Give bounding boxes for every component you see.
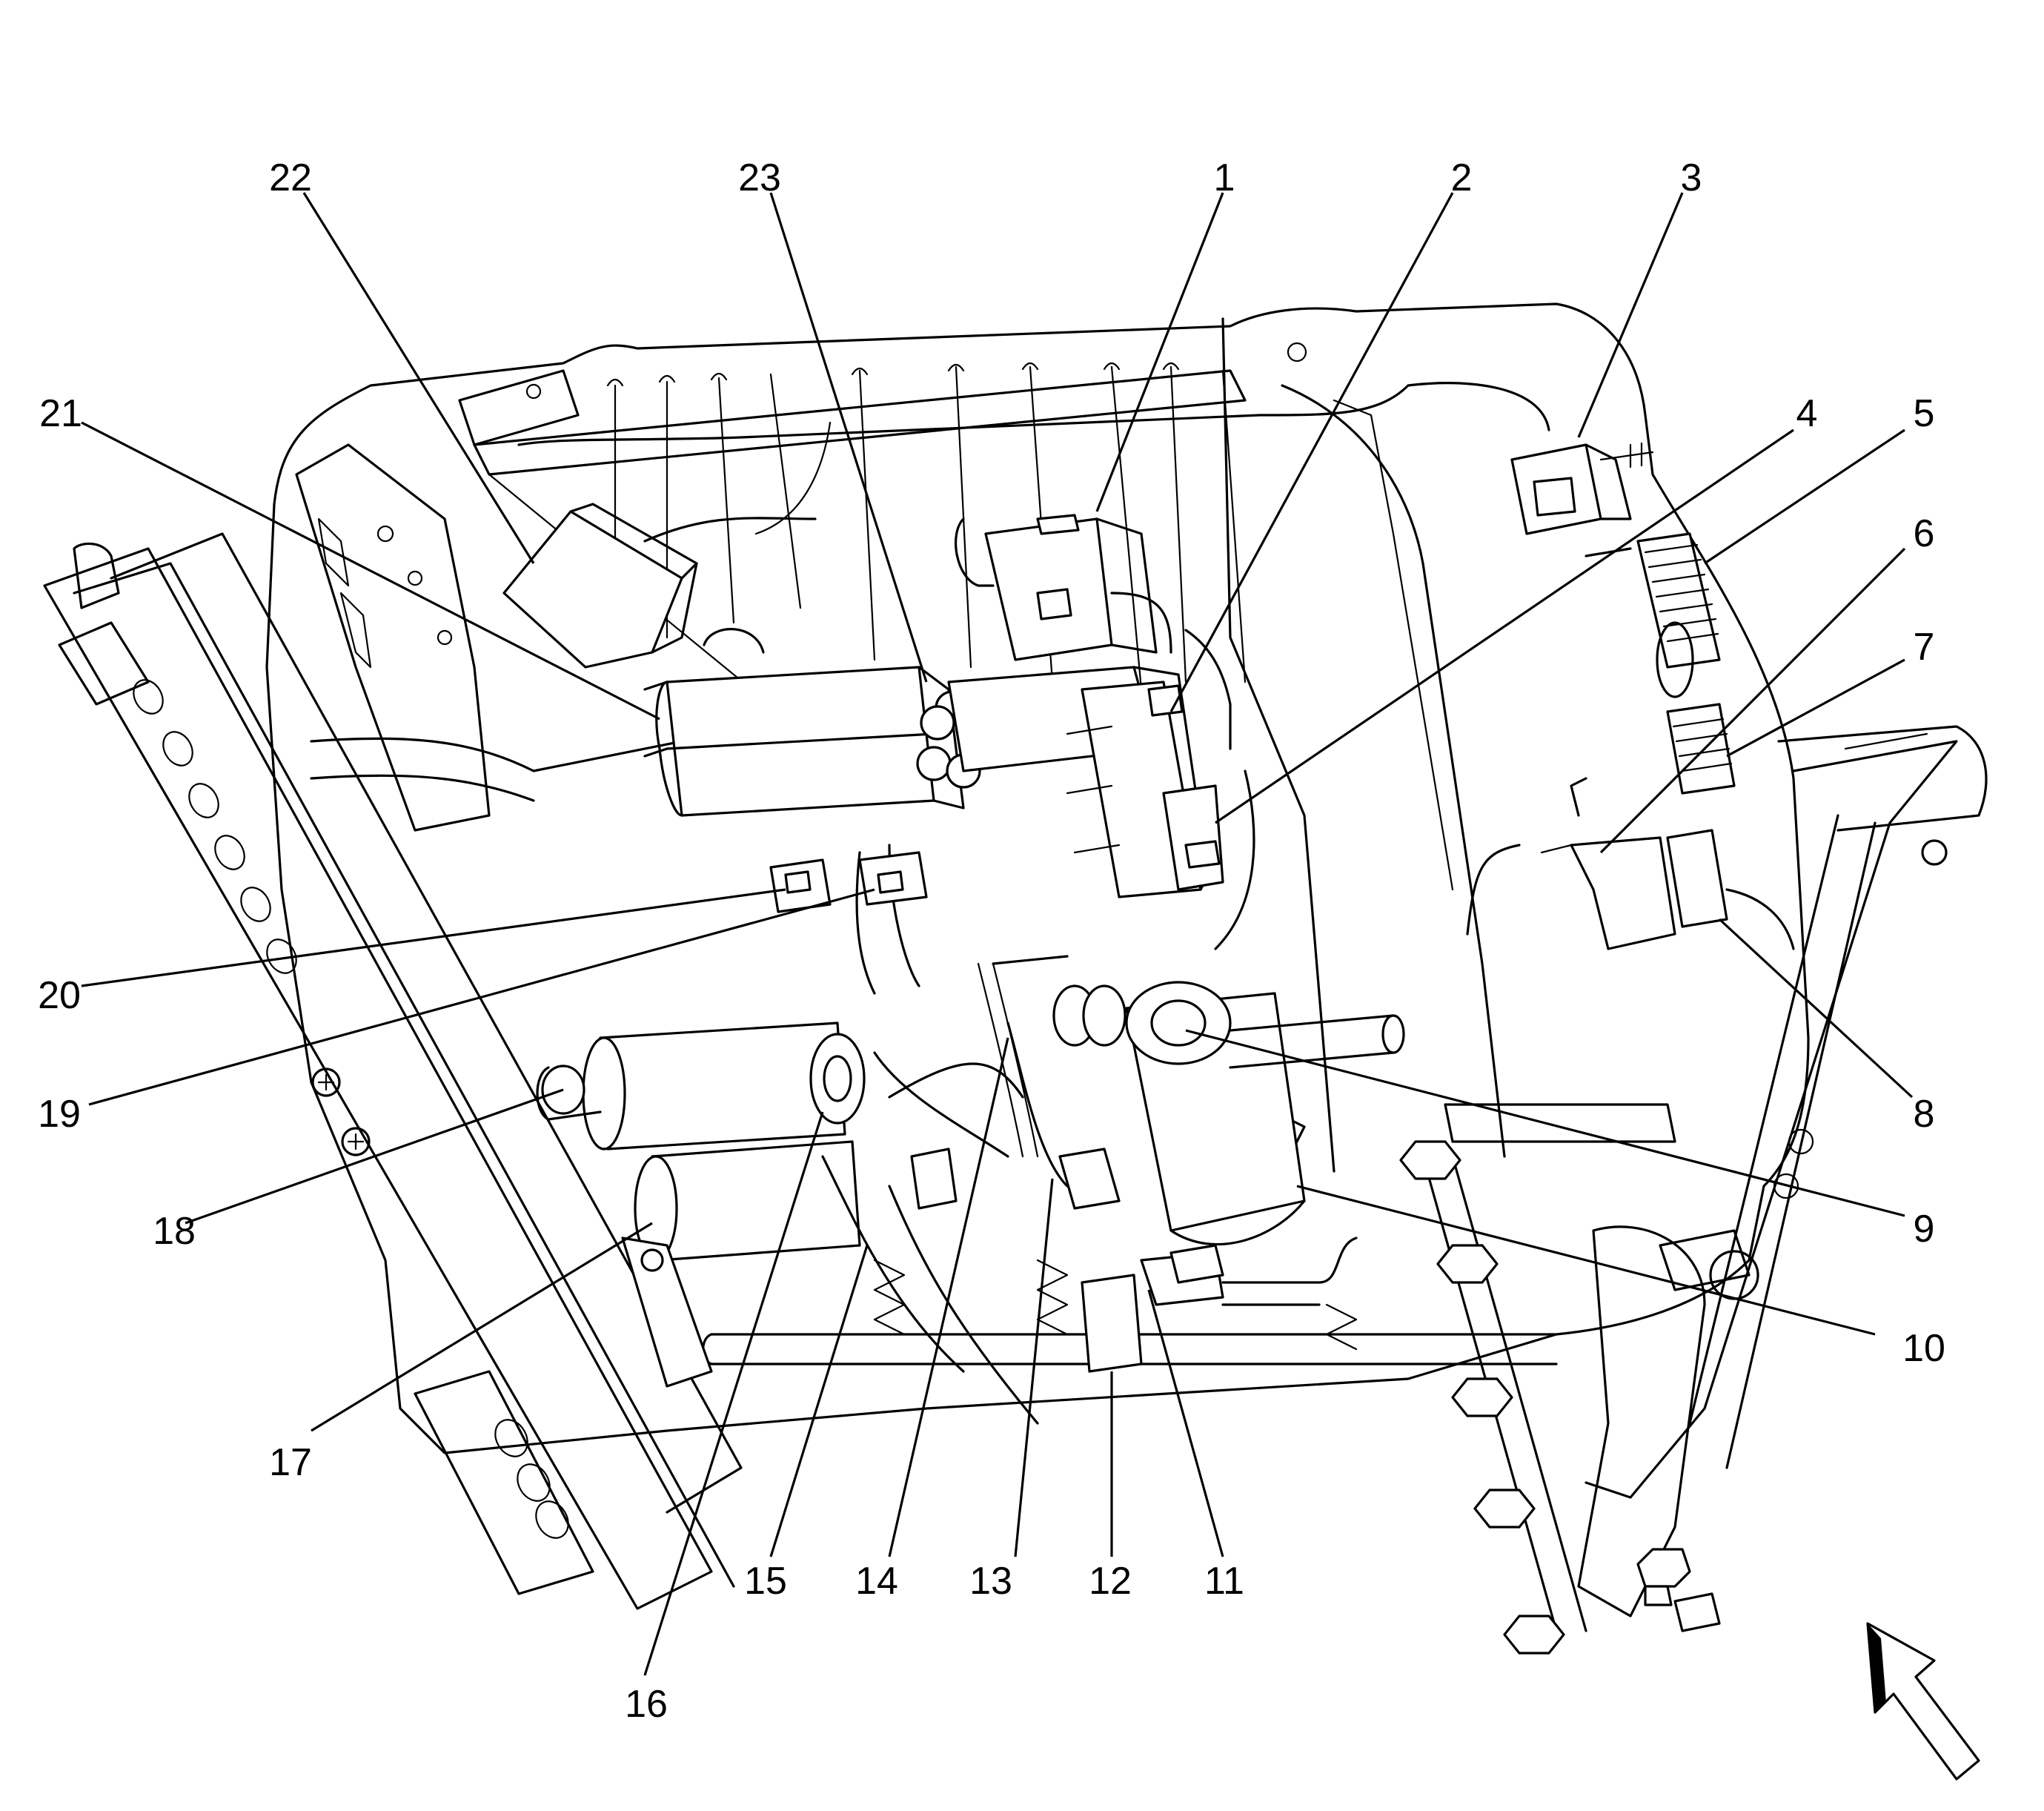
callout-5: 5 — [1914, 392, 1935, 435]
leader-19 — [88, 888, 875, 1106]
leader-14 — [888, 1037, 1009, 1557]
leader-5 — [1704, 428, 1905, 565]
leader-18 — [185, 1088, 564, 1225]
outlined-arrow-icon — [1866, 1622, 1980, 1781]
motor-block-21-23 — [643, 628, 989, 817]
callout-20: 20 — [38, 974, 81, 1017]
callout-22: 22 — [269, 156, 312, 199]
callout-labels: 1 2 3 4 5 6 7 8 9 10 11 12 13 14 15 16 1… — [38, 156, 1945, 1726]
callout-4: 4 — [1796, 392, 1818, 435]
callout-2: 2 — [1451, 156, 1473, 199]
leader-2 — [1169, 192, 1454, 712]
callout-23: 23 — [738, 156, 781, 199]
lower-cross-member — [702, 1103, 1676, 1655]
callout-9: 9 — [1914, 1208, 1935, 1251]
leader-20 — [81, 888, 786, 987]
callout-3: 3 — [1681, 156, 1702, 199]
callout-7: 7 — [1914, 626, 1935, 669]
leader-15 — [769, 1245, 869, 1557]
callout-10: 10 — [1902, 1327, 1945, 1370]
callout-17: 17 — [269, 1441, 312, 1484]
callout-12: 12 — [1089, 1560, 1132, 1603]
leader-10 — [1296, 1185, 1876, 1336]
leader-16 — [643, 1111, 824, 1676]
leader-6 — [1599, 547, 1906, 854]
leader-21 — [81, 421, 660, 721]
callout-19: 19 — [38, 1093, 81, 1136]
callout-1: 1 — [1214, 156, 1235, 199]
connectors-2-4 — [947, 666, 1224, 898]
connectors-6-8 — [1540, 777, 1795, 950]
leader-3 — [1577, 192, 1684, 438]
leader-22 — [302, 192, 535, 564]
connectors-11-15 — [821, 962, 1358, 1425]
upper-harness — [310, 382, 1550, 995]
callout-11: 11 — [1204, 1560, 1244, 1603]
connector-3 — [1510, 442, 1654, 535]
callout-8: 8 — [1914, 1093, 1935, 1136]
leader-11 — [1147, 1289, 1224, 1557]
actuator-9-10 — [992, 955, 1405, 1246]
callout-16: 16 — [625, 1683, 668, 1726]
connectors-19-20 — [769, 851, 928, 913]
callout-18: 18 — [153, 1210, 196, 1253]
callout-15: 15 — [744, 1560, 787, 1603]
leader-13 — [1014, 1178, 1054, 1557]
gear-tracks-5-7 — [1585, 532, 1736, 795]
callout-13: 13 — [969, 1560, 1012, 1603]
right-seat-track — [1577, 725, 1988, 1632]
module-22 — [502, 503, 698, 669]
leader-4 — [1215, 428, 1794, 824]
leader-1 — [1095, 192, 1224, 512]
leader-23 — [769, 192, 928, 683]
leader-7 — [1726, 658, 1905, 758]
leader-8 — [1718, 918, 1914, 1099]
leader-lines — [81, 192, 1914, 1676]
leader-17 — [311, 1222, 653, 1432]
motors-16-18 — [536, 1022, 866, 1388]
leader-9 — [1185, 1029, 1905, 1217]
callout-21: 21 — [39, 392, 82, 435]
connector-1 — [984, 514, 1158, 661]
callout-6: 6 — [1914, 512, 1935, 555]
callout-14: 14 — [855, 1560, 898, 1603]
